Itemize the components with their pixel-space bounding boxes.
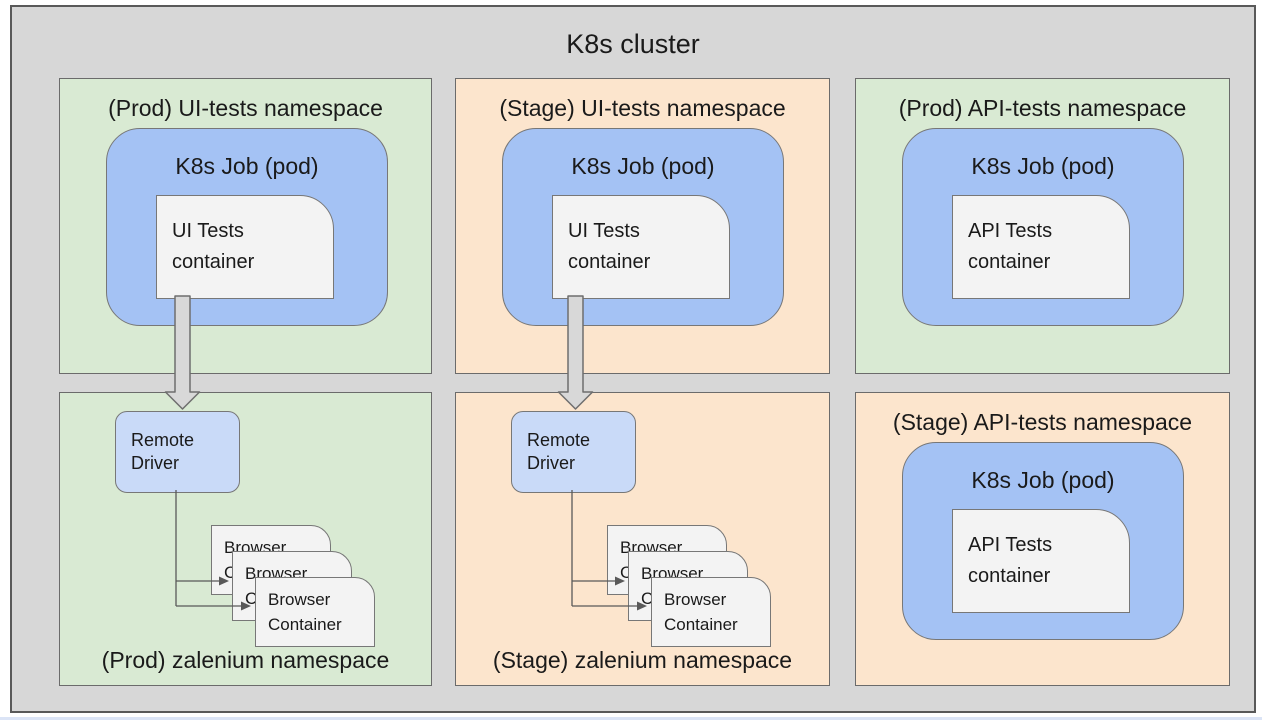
panel-title: (Prod) zalenium namespace	[101, 647, 390, 673]
remote-driver-box: Remote Driver	[511, 411, 636, 493]
panel-title: (Prod) UI-tests namespace	[108, 95, 383, 121]
panel-prod-api-tests: (Prod) API-tests namespace K8s Job (pod)…	[855, 78, 1230, 374]
remote-driver-line2: Driver	[131, 453, 179, 473]
panel-title: (Stage) UI-tests namespace	[499, 95, 786, 121]
container-label-line1: API Tests	[968, 534, 1053, 556]
browser-container-box-3: Browser Container	[651, 577, 771, 647]
container-label-line2: container	[968, 251, 1051, 273]
ui-tests-container-box: UI Tests container	[156, 195, 334, 299]
container-label-line1: API Tests	[968, 220, 1053, 242]
panel-prod-zalenium: Remote Driver Browser Container Browser …	[59, 392, 432, 686]
container-label-line2: container	[968, 565, 1051, 587]
panel-stage-zalenium: Remote Driver Browser Container Browser …	[455, 392, 830, 686]
bottom-edge-strip	[0, 717, 1262, 720]
api-tests-container-box: API Tests container	[952, 195, 1130, 299]
browser-label-line2: Container	[664, 615, 738, 634]
k8s-job-label: K8s Job (pod)	[175, 153, 319, 179]
remote-driver-line2: Driver	[527, 453, 575, 473]
container-label-line2: container	[568, 251, 651, 273]
container-label-line2: container	[172, 251, 255, 273]
container-label-line1: UI Tests	[172, 220, 244, 242]
panel-stage-ui-tests: (Stage) UI-tests namespace K8s Job (pod)…	[455, 78, 830, 374]
remote-driver-box: Remote Driver	[115, 411, 240, 493]
remote-driver-line1: Remote	[527, 430, 591, 450]
k8s-job-label: K8s Job (pod)	[971, 153, 1115, 179]
panel-title: (Stage) zalenium namespace	[492, 647, 793, 673]
panel-stage-api-tests: (Stage) API-tests namespace K8s Job (pod…	[855, 392, 1230, 686]
k8s-job-label: K8s Job (pod)	[571, 153, 715, 179]
remote-driver-line1: Remote	[131, 430, 195, 450]
k8s-cluster-box: K8s cluster (Prod) UI-tests namespace K8…	[10, 5, 1256, 713]
k8s-job-label: K8s Job (pod)	[971, 467, 1115, 493]
browser-label-line2: Container	[268, 615, 342, 634]
container-label-line1: UI Tests	[568, 220, 640, 242]
browser-container-box-3: Browser Container	[255, 577, 375, 647]
cluster-title: K8s cluster	[566, 29, 700, 59]
api-tests-container-box: API Tests container	[952, 509, 1130, 613]
panel-prod-ui-tests: (Prod) UI-tests namespace K8s Job (pod) …	[59, 78, 432, 374]
ui-tests-container-box: UI Tests container	[552, 195, 730, 299]
panel-title: (Prod) API-tests namespace	[898, 95, 1187, 121]
browser-label-line1: Browser	[664, 590, 727, 609]
panel-title: (Stage) API-tests namespace	[892, 409, 1193, 435]
browser-label-line1: Browser	[268, 590, 331, 609]
